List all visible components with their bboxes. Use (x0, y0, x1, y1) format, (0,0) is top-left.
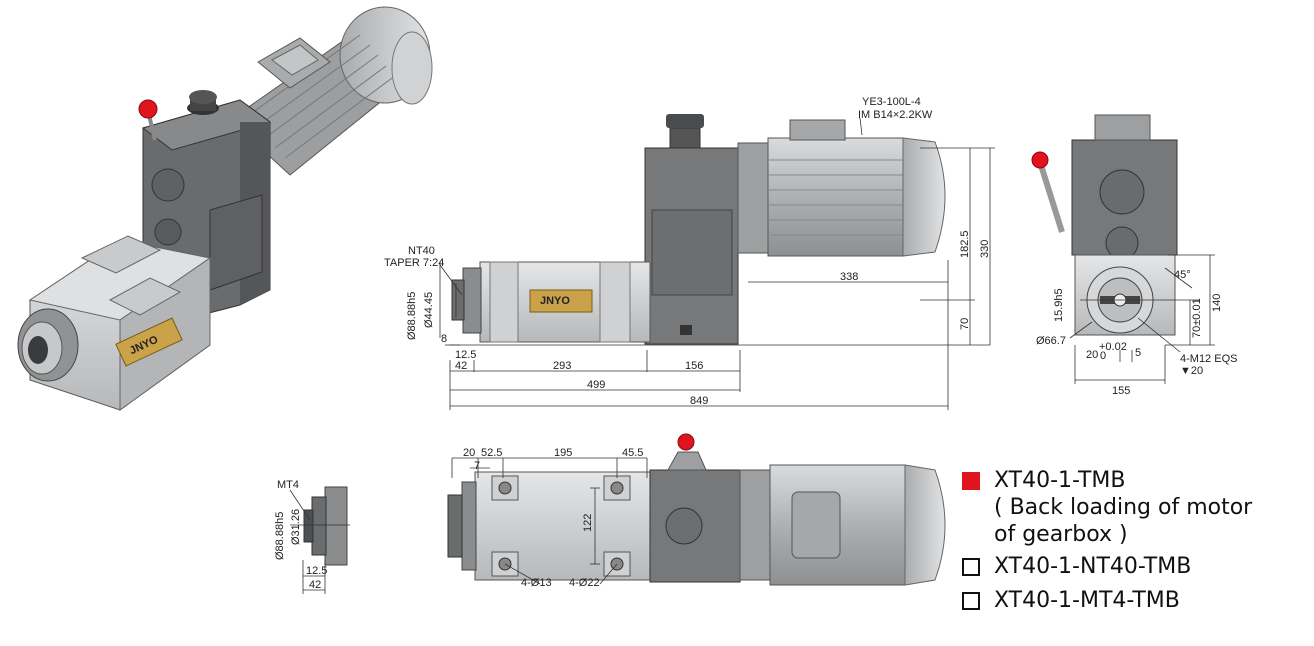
dim-195: 195 (554, 447, 572, 459)
dim-d4445: Ø44.45 (423, 292, 435, 328)
dim-8: 8 (441, 333, 447, 345)
legend-label: XT40-1-MT4-TMB (994, 588, 1180, 613)
dim-52-5: 52.5 (481, 447, 502, 459)
motor-model: YE3-100L-4 (862, 96, 921, 108)
dim-top-20: 20 (463, 447, 475, 459)
legend-label: XT40-1-NT40-TMB (994, 554, 1192, 579)
dim-5: 5 (1135, 347, 1141, 359)
unchecked-box-icon (962, 558, 980, 576)
legend-item-xt40-1-mt4-tmb[interactable]: XT40-1-MT4-TMB (962, 588, 1314, 614)
dim-182-5: 182.5 (959, 230, 971, 258)
motor-mount: IM B14×2.2KW (858, 109, 933, 121)
dim-155: 155 (1112, 385, 1130, 397)
dim-330: 330 (979, 240, 991, 258)
dim-42: 42 (455, 360, 467, 372)
dim-d31-26: Ø31.26 (290, 509, 302, 545)
eqs-depth: ▼20 (1180, 365, 1203, 377)
legend-note-line1: ( Back loading of motor (994, 495, 1253, 520)
dim-156: 156 (685, 360, 703, 372)
dim-338: 338 (840, 271, 858, 283)
nt40-label: NT40 (408, 245, 435, 257)
dim-70-tol: 70±0.01 (1191, 298, 1203, 338)
dim-7: 7 (474, 460, 480, 472)
brand-plate-front: JNYO (540, 295, 570, 307)
dim-45-5: 45.5 (622, 447, 643, 459)
dim-20-tol-up: +0.02 (1099, 341, 1127, 353)
dim-140: 140 (1211, 294, 1223, 312)
dim-293: 293 (553, 360, 571, 372)
checked-box-icon (962, 472, 980, 490)
model-legend: XT40-1-TMB ( Back loading of motor of ge… (962, 468, 1314, 614)
mt4-label: MT4 (277, 479, 299, 491)
dim-70: 70 (959, 318, 971, 330)
dim-122: 122 (582, 514, 594, 532)
dim-d66-7: Ø66.7 (1036, 335, 1066, 347)
top-view: 20 52.5 7 195 45.5 122 4-Ø13 4-Ø22 (447, 433, 946, 589)
dim-849: 849 (690, 395, 708, 407)
side-view: 45° 15.9h5 70±0.01 140 Ø66.7 20 +0.02 0 … (1031, 114, 1237, 397)
dim-mt4-12-5: 12.5 (306, 565, 327, 577)
dim-499: 499 (587, 379, 605, 391)
eqs-label: 4-M12 EQS (1180, 353, 1237, 365)
legend-item-xt40-1-tmb[interactable]: XT40-1-TMB (962, 468, 1314, 494)
dim-d8888h5: Ø88.88h5 (406, 292, 418, 340)
legend-note-line2: of gearbox ) (994, 522, 1128, 547)
dim-15-9h5: 15.9h5 (1053, 288, 1065, 322)
isometric-view: JNYO (17, 6, 433, 411)
unchecked-box-icon (962, 592, 980, 610)
dim-20-tol-lo: 0 (1100, 350, 1106, 362)
dim-mt4-42: 42 (309, 579, 321, 591)
dim-20: 20 (1086, 349, 1098, 361)
mt4-detail-view: MT4 Ø88.88h5 Ø31.26 12.5 42 (274, 479, 350, 594)
hole22-label: 4-Ø22 (569, 577, 600, 589)
dim-12-5: 12.5 (455, 349, 476, 361)
legend-item-xt40-1-nt40-tmb[interactable]: XT40-1-NT40-TMB (962, 554, 1314, 580)
angle-45: 45° (1174, 269, 1191, 281)
hole13-label: 4-Ø13 (521, 577, 552, 589)
dim-mt4-d8888h5: Ø88.88h5 (274, 512, 286, 560)
legend-label: XT40-1-TMB (994, 468, 1126, 493)
taper-label: TAPER 7:24 (384, 257, 444, 269)
front-view: JNYO (384, 96, 995, 410)
